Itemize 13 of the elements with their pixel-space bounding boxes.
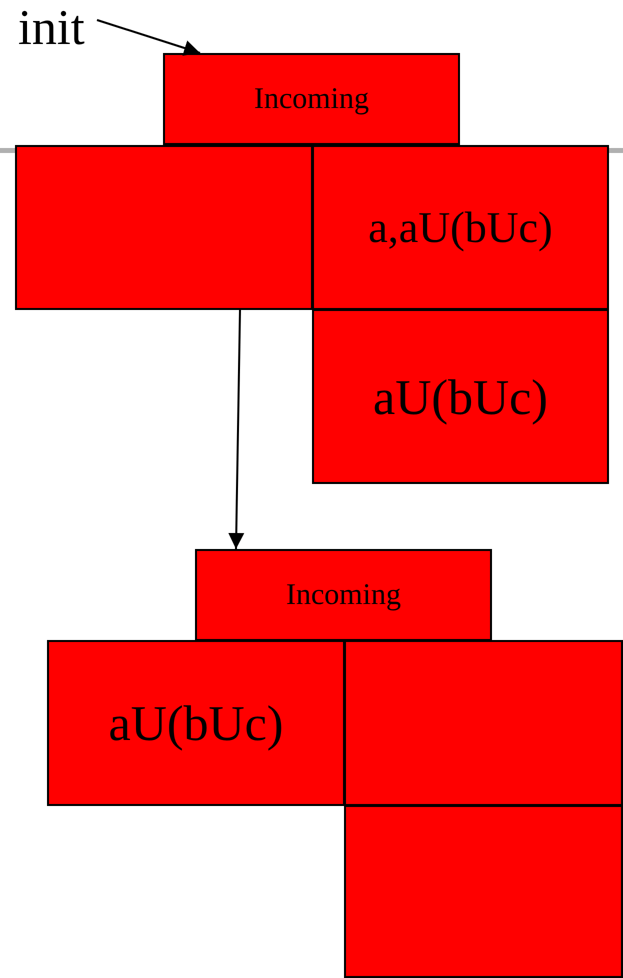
init-label: init — [18, 0, 85, 55]
state-box — [312, 145, 609, 310]
state-box — [195, 549, 492, 641]
arrow — [96, 19, 200, 56]
box-text: aU(bUc) — [108, 698, 284, 748]
box-text: a,aU(bUc) — [368, 206, 553, 250]
box-text: Incoming — [254, 84, 369, 114]
state-box — [163, 53, 460, 145]
empty-box — [344, 805, 623, 978]
box-text: Incoming — [286, 580, 401, 610]
arrow — [228, 310, 244, 550]
state-box — [47, 640, 345, 806]
state-box — [312, 309, 609, 484]
